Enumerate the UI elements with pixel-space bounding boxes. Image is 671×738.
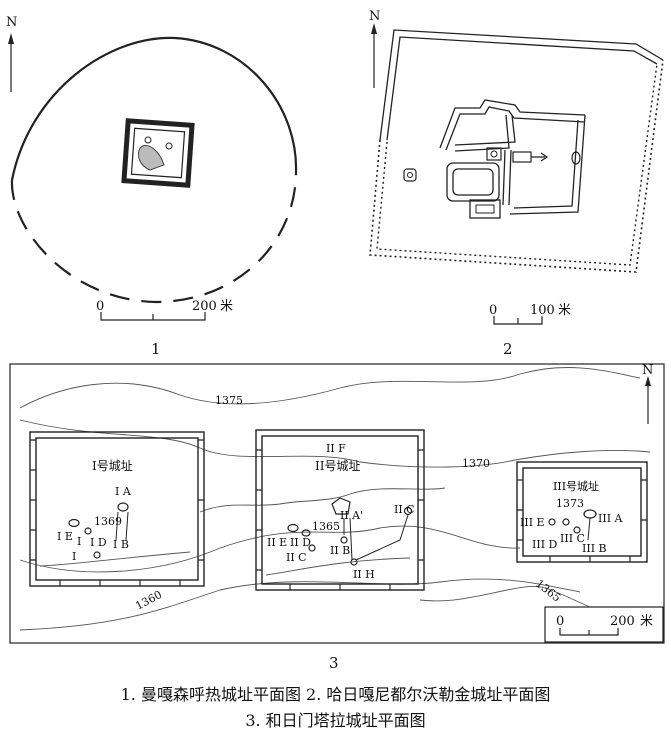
label-2f: II F	[326, 442, 346, 455]
outer-wall-solid	[10, 36, 298, 181]
north-arrow-3: N	[642, 363, 653, 424]
elevation-1373: 1373	[556, 497, 584, 510]
contour-label-1370: 1370	[462, 457, 490, 470]
north-arrow-1: N	[6, 15, 17, 92]
inner-fortress	[121, 118, 195, 188]
figure-3: N 1375 1370 1365 1360 I号城址 I A 1369 I E …	[9, 363, 665, 672]
label-3c: III C	[560, 532, 585, 545]
label-2h: II H	[353, 568, 375, 581]
label-2d: II D	[290, 536, 311, 549]
label-1e: I E	[57, 530, 73, 543]
figure-number-3: 3	[329, 654, 339, 672]
scale-start-2: 0	[489, 303, 497, 318]
contour-label-1365: 1365	[533, 577, 563, 604]
elevation-1369: 1369	[94, 515, 122, 528]
figure-2: N	[369, 9, 664, 358]
label-1i-2: I	[72, 550, 76, 563]
label-2c2: II C	[286, 551, 307, 564]
scale-end-1: 200	[192, 299, 217, 314]
scale-bar-2: 0 100 米	[489, 303, 571, 325]
scale-end-3: 200	[610, 614, 635, 629]
label-2e: II E	[267, 536, 287, 549]
middle-enclosure	[439, 99, 586, 215]
scale-unit-2: 米	[558, 303, 571, 318]
label-2c: II C	[394, 503, 415, 516]
outer-enclosure	[369, 29, 664, 273]
scale-bar-1: 0 200 米	[96, 299, 233, 321]
caption-line-1: 1. 曼嘎森呼热城址平面图 2. 哈日嘎尼都尔沃勒金城址平面图	[120, 685, 551, 704]
north-label-2: N	[369, 9, 380, 24]
site-1: I号城址 I A 1369 I E I I D I B I	[29, 431, 205, 587]
figure-1: N 0 200 米 1	[6, 15, 298, 358]
inner-compound	[403, 114, 581, 219]
label-2a-prime: II A'	[340, 509, 363, 522]
site-3: III号城址 1373 III E III A III D III C III …	[516, 461, 648, 563]
label-1i: I	[77, 535, 81, 548]
scale-unit-3: 米	[640, 614, 653, 629]
site-3-title: III号城址	[553, 479, 599, 493]
figure-number-2: 2	[503, 340, 513, 358]
figure-3-frame	[9, 363, 665, 644]
label-3a: III A	[598, 512, 624, 525]
north-arrow-2: N	[369, 9, 380, 88]
elevation-1365: 1365	[312, 520, 340, 533]
contour-label-1375: 1375	[215, 394, 243, 407]
label-2b: II B	[330, 544, 350, 557]
north-label: N	[6, 15, 17, 30]
label-1b: I B	[113, 538, 129, 551]
label-1a: I A	[115, 485, 132, 498]
site-2: II F II号城址 II A' II C 1365 II E II D II …	[255, 429, 425, 591]
scale-end-2: 100	[530, 303, 555, 318]
figure-number-1: 1	[151, 340, 161, 358]
label-3e: III E	[520, 516, 545, 529]
scale-unit-1: 米	[220, 299, 233, 314]
label-3b: III B	[582, 542, 607, 555]
caption-line-2: 3. 和日门塔拉城址平面图	[245, 711, 426, 730]
contour-labels: 1375 1370 1365 1360	[133, 394, 563, 613]
scale-bar-3: 0 200 米	[544, 606, 664, 643]
outer-wall-dashed	[10, 171, 298, 304]
label-3d: III D	[532, 538, 558, 551]
scale-start-3: 0	[556, 614, 564, 629]
label-1d: I D	[90, 536, 107, 549]
scale-start-1: 0	[96, 299, 104, 314]
north-label-3: N	[642, 363, 653, 378]
site-2-title: II号城址	[315, 459, 360, 473]
site-1-title: I号城址	[92, 459, 133, 473]
